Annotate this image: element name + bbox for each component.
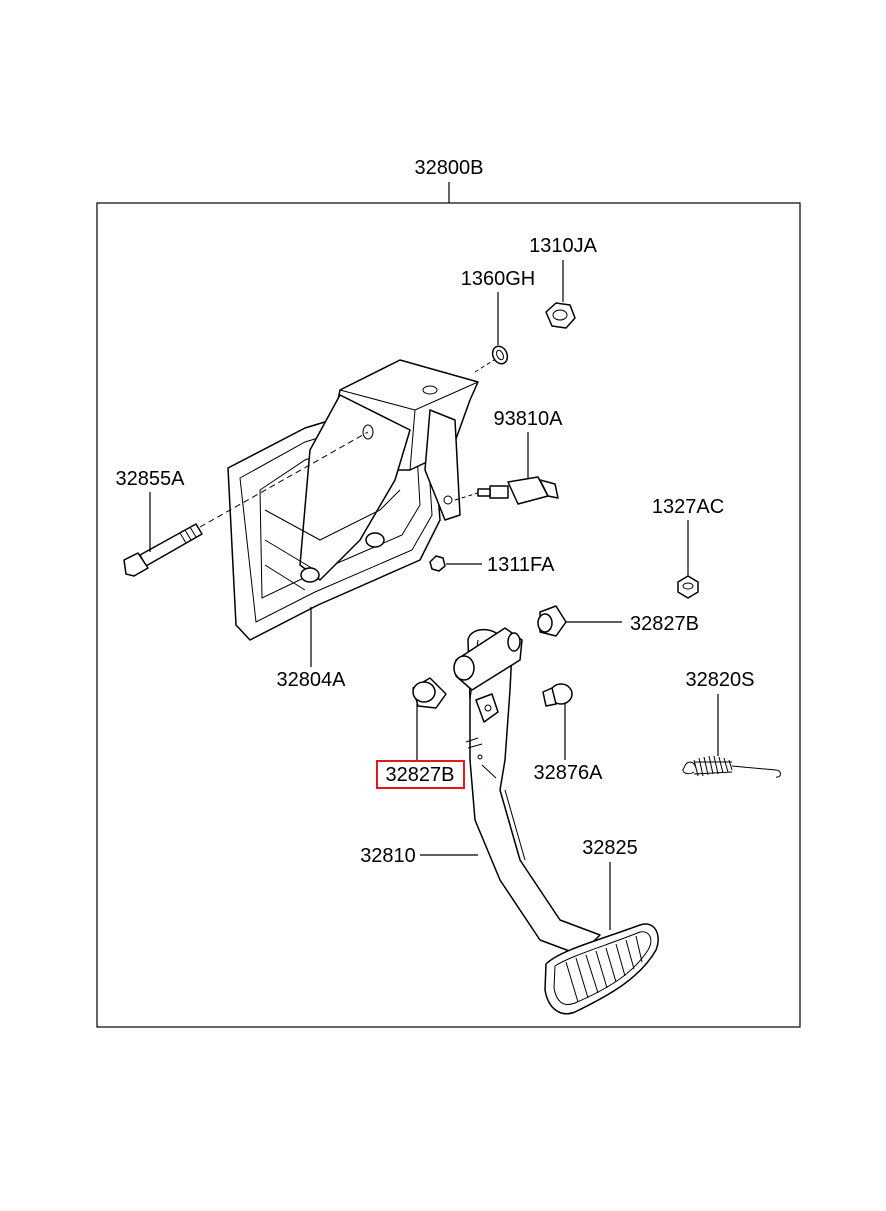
label-32855A[interactable]: 32855A [116, 468, 186, 490]
pedal-pad-32825 [544, 923, 659, 1015]
bushing-32827B-left [412, 677, 447, 709]
label-1360GH[interactable]: 1360GH [461, 268, 536, 290]
bolt-axis-dashed [199, 431, 369, 528]
label-32876A[interactable]: 32876A [534, 762, 604, 784]
return-spring-32820S [682, 755, 781, 778]
label-1310JA[interactable]: 1310JA [529, 235, 597, 257]
label-32804A[interactable]: 32804A [277, 669, 347, 691]
nut-1310JA [545, 302, 576, 329]
label-32820S[interactable]: 32820S [686, 669, 755, 691]
stop-lamp-switch-93810A [477, 476, 559, 505]
label-32827B-right[interactable]: 32827B [630, 613, 699, 635]
washer-1360GH [491, 345, 509, 365]
label-32810[interactable]: 32810 [360, 845, 416, 867]
pedal-bracket [227, 359, 479, 641]
highlight-box [376, 760, 465, 789]
bolt-32855A [123, 523, 203, 577]
stopper-32876A [542, 683, 573, 707]
bracket-side-flange [424, 409, 461, 521]
pedal-arm-32810 [453, 627, 601, 956]
label-93810A[interactable]: 93810A [494, 408, 564, 430]
nut-1311FA [429, 555, 446, 572]
nut-1327AC [677, 575, 699, 599]
label-32800B[interactable]: 32800B [415, 157, 484, 179]
label-1327AC[interactable]: 1327AC [652, 496, 724, 518]
bracket-arm [299, 394, 411, 581]
label-1311FA[interactable]: 1311FA [487, 554, 555, 576]
bushing-32827B-right [537, 605, 567, 637]
label-32825[interactable]: 32825 [582, 837, 638, 859]
label-32827B-left[interactable]: 32827B [386, 764, 455, 786]
